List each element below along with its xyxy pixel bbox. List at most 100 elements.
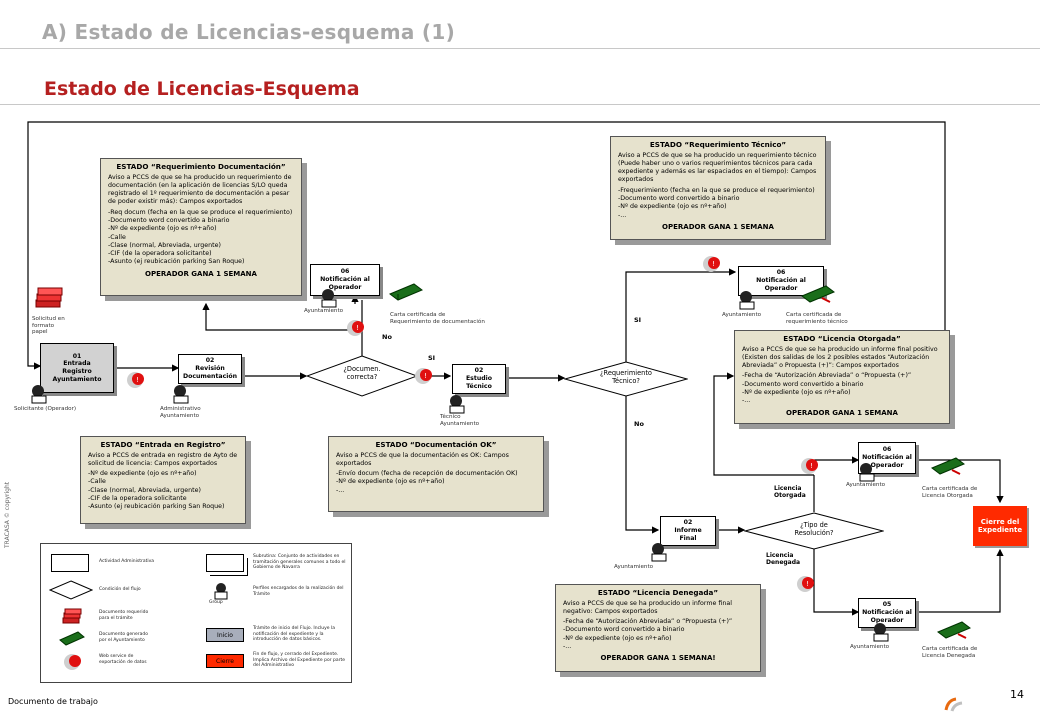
solicitud-label: Solicitud en formato papel [32,316,65,336]
web-service-alarm-icon: ! [703,256,720,272]
ayuntamiento-label: Ayuntamiento [304,308,344,314]
legend: Actividad Administrativa Subrutina: Conj… [40,543,352,683]
state-text: Aviso a PCCS de que se ha producido un i… [742,345,938,370]
state-licencia-denegada: ESTADO “Licencia Denegada” Aviso a PCCS … [555,584,761,672]
activity-estudio-tecnico: 02 Estudio Técnico [452,364,506,394]
state-item: -Nº de expediente (ojo es nº+año) [88,470,197,478]
svg-text:!: ! [712,260,715,268]
state-item: -Frequerimiento (fecha en la que se prod… [618,186,815,194]
state-item: -Documento word convertido a binario [563,626,685,634]
web-service-alarm-icon: ! [415,368,432,384]
state-item: -Calle [88,478,106,486]
decision-requerimiento-tecnico: ¿Requerimiento Técnico? [600,369,652,385]
header-divider [0,48,1040,49]
state-title: ESTADO “Licencia Otorgada” [783,334,901,343]
ayuntamiento-label: Ayuntamiento [722,312,762,318]
legend-doc-required-icon [62,608,82,624]
person-icon [449,395,465,414]
activity-entrada-registro: 01 Entrada Registro Ayuntamiento [40,343,114,393]
copyright: TRACASA © copyright [4,481,11,548]
state-item: -Clase (normal, Abreviada, urgente) [108,241,221,249]
legend-group-label: Group [209,600,223,605]
carta-otorgada-label: Carta certificada de Licencia Otorgada [922,486,978,499]
green-document-icon [389,283,423,301]
branch-label-no: No [382,333,392,341]
state-footer: OPERADOR GANA 1 SEMANA [786,408,898,417]
page-title: Estado de Licencias-Esquema [44,78,360,100]
state-item: -CIF de la operadora solicitante [88,494,187,502]
decision-tipo-resolucion: ¿Tipo de Resolución? [794,521,834,537]
activity-informe-final: 02 Informe Final [660,516,716,546]
state-item: -Documento word convertido a binario [618,194,740,202]
legend-condition-label: Condición del flujo [99,587,141,592]
person-icon [873,623,889,642]
state-footer: OPERADOR GANA 1 SEMANA! [600,654,716,663]
state-text: Aviso a PCCS de entrada en registro de A… [88,451,238,467]
state-item: -Asunto (ej reubicación parking San Roqu… [88,503,225,511]
state-title: ESTADO “Licencia Denegada” [597,588,719,597]
svg-text:!: ! [810,462,813,470]
state-text: Aviso a PCCS de que se ha producido un r… [108,173,292,206]
svg-text:!: ! [356,324,359,332]
web-service-alarm-icon: ! [347,320,364,336]
legend-cierre-box: Cierre [206,654,244,668]
legend-condition-diamond [49,580,93,600]
decision-diamond [564,361,688,397]
legend-activity-label: Actividad Administrativa [99,559,155,564]
legend-subrutina-label: Subrutina: Conjunto de actividades en tr… [253,554,346,571]
administrativo-label: Administrativo Ayuntamiento [160,406,201,419]
company-logo-icon [944,697,963,712]
person-icon [173,385,189,404]
state-title: ESTADO “Requerimiento Técnico” [649,140,787,149]
tecnico-label: Técnico Ayuntamiento [440,414,480,427]
person-icon [651,543,667,562]
state-footer: OPERADOR GANA 1 SEMANA [662,222,774,231]
state-item: -... [336,486,345,494]
person-icon [859,463,875,482]
decision-diamond [744,512,884,550]
state-item: -Nº de expediente (ojo es nº+año) [742,388,851,396]
solicitante-label: Solicitante (Operador) [14,406,77,412]
branch-label-no: No [634,420,644,428]
carta-req-doc-label: Carta certificada de Requerimiento de do… [390,312,485,325]
ayuntamiento-label: Ayuntamiento [846,482,886,488]
state-item: -CIF (de la operadora solicitante) [108,250,212,258]
green-document-icon [931,457,965,475]
legend-doc-generated-icon [59,631,85,646]
decision-diamond [306,355,418,397]
state-text: Aviso a PCCS de que se ha producido un r… [618,151,817,184]
legend-activity-box [51,554,89,572]
carta-denegada-label: Carta certificada de Licencia Denegada [922,646,978,659]
branch-label-denegada: Licencia Denegada [766,552,801,566]
legend-web-service-icon [64,654,81,670]
state-requerimiento-tecnico: ESTADO “Requerimiento Técnico” Aviso a P… [610,136,826,240]
state-text: Aviso a PCCS de que se ha producido un i… [563,599,732,615]
person-icon [321,289,337,308]
web-service-alarm-icon: ! [797,576,814,592]
state-documentacion-ok: ESTADO “Documentación OK” Aviso a PCCS d… [328,436,544,512]
page-header: A) Estado de Licencias-esquema (1) [42,20,456,44]
legend-perfiles-label: Perfiles encargados de la realización de… [253,586,344,597]
legend-doc-generated-label: Documento generado por el Ayuntamiento [99,632,148,643]
decision-documentacion-correcta: ¿Documen. correcta? [343,365,381,381]
legend-subrutina-box [206,554,244,572]
state-item: -Asunto (ej reubicación parking San Roqu… [108,258,245,266]
state-item: -Nº de expediente (ojo es nº+año) [618,203,727,211]
title-divider [0,104,1040,105]
legend-web-service-label: Web service de exportación de datos [99,654,147,665]
state-item: -... [742,397,751,405]
activity-notificacion-req-doc: 06 Notificación al Operador [310,264,380,296]
svg-text:!: ! [806,580,809,588]
legend-inicio-box: Inicio [206,628,244,642]
carta-req-tec-label: Carta certificada de requerimiento técni… [786,312,848,325]
web-service-alarm-icon: ! [801,458,818,474]
state-item: -... [618,211,627,219]
activity-notificacion-req-tec: 06 Notificación al Operador [738,266,824,296]
state-item: -Nº de expediente (ojo es nº+año) [563,634,672,642]
state-item: -Clase (normal, Abreviada, urgente) [88,486,201,494]
web-service-alarm-icon: ! [127,372,144,388]
branch-label-si: SI [634,316,642,324]
activity-notificacion-denegada: 05 Notificación al Operador [858,598,916,628]
state-entrada-registro: ESTADO “Entrada en Registro” Aviso a PCC… [80,436,246,524]
green-document-icon [937,621,971,639]
